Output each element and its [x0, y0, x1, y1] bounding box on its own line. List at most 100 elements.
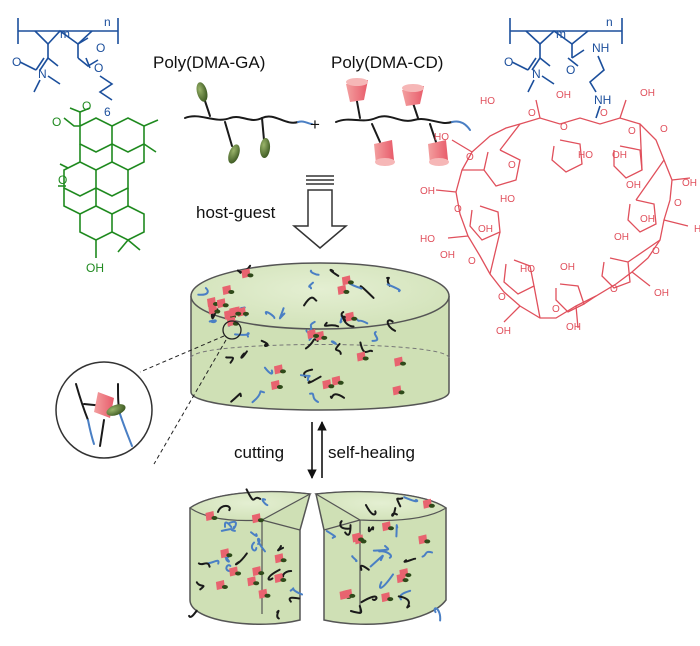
network-chain: [289, 587, 304, 596]
cd-cone-3: [402, 84, 424, 106]
network-chain: [421, 550, 434, 558]
network-chain: [395, 524, 399, 538]
gel-network-right: [325, 496, 442, 622]
network-chain: [195, 581, 205, 591]
cd-oh-label: HO: [578, 150, 593, 161]
network-chain: [355, 317, 369, 325]
network-chain: [339, 520, 351, 530]
network-chain: [278, 307, 286, 320]
cd-oh-label: OH: [626, 180, 641, 191]
plus-sign: +: [310, 115, 320, 134]
cd-cone-4: [428, 140, 449, 166]
network-chain: [245, 488, 262, 501]
network-chain: [197, 562, 211, 568]
network-chain: [378, 550, 392, 559]
cd-o-label: O: [466, 152, 474, 163]
network-chain: [351, 555, 358, 563]
network-ga-guest: [398, 390, 405, 395]
cd-oh-label: HO: [434, 132, 449, 143]
network-ga-guest: [424, 539, 431, 544]
cd-oh-labels: OHHOOHHOOHOHHOHOOHOHOHHOHOOHOHOHOHOHHOOH…: [420, 88, 700, 337]
network-chain: [399, 589, 412, 601]
network-ga-guest: [257, 518, 264, 523]
network-ga-guest: [349, 593, 356, 598]
network-chain: [386, 319, 397, 332]
cd-nh2: NH: [594, 93, 611, 107]
cd-o-label: O: [628, 126, 636, 137]
network-chain: [359, 564, 370, 571]
network-chain: [220, 528, 236, 532]
ga-o3: O: [94, 61, 103, 75]
cd-m-label: m: [556, 27, 566, 41]
cd-oh-label: OH: [654, 288, 669, 299]
cd-oh-label: OH: [612, 150, 627, 161]
gel-piece-right: [314, 490, 448, 625]
cd-o-label: O: [528, 108, 536, 119]
network-chain: [263, 366, 274, 375]
network-ga-guest: [211, 515, 218, 520]
network-ga-guest: [258, 571, 265, 576]
ga-n1: N: [38, 67, 47, 81]
ga-structure: m n O N O O 6 O O O OH: [12, 15, 159, 275]
network-ga-guest: [276, 384, 283, 389]
network-ga-guest: [321, 335, 328, 340]
network-chain: [250, 541, 258, 552]
cd-n1: N: [532, 67, 541, 81]
cd-o-label: O: [552, 304, 560, 315]
ga-guest-3: [259, 138, 271, 158]
network-ga-guest: [214, 309, 221, 314]
ga-guest-2: [228, 144, 240, 164]
network-chain: [378, 573, 395, 589]
network-chain: [309, 392, 320, 404]
network-chain: [240, 350, 248, 359]
network-ga-guest: [328, 384, 335, 389]
network-chain: [403, 496, 419, 503]
ga-o4: O: [82, 99, 91, 113]
network-chain: [371, 330, 379, 342]
gel-network-left: [188, 488, 304, 620]
cd-oh-label: HO: [520, 264, 535, 275]
network-chain: [225, 564, 232, 573]
cd-o-label: O: [652, 246, 660, 257]
cd-o-label: O: [660, 124, 668, 135]
cd-o1: O: [504, 55, 513, 69]
network-ga-guest: [402, 578, 409, 583]
network-chain: [225, 356, 234, 364]
network-chain: [224, 556, 230, 563]
network-chain: [267, 568, 281, 581]
network-chain: [403, 557, 417, 563]
network-chain: [261, 498, 269, 507]
cd-structure: m n O N O NH NH: [504, 15, 623, 119]
network-ga-guest: [226, 553, 233, 558]
network-ga-guest: [264, 593, 271, 598]
network-chain: [230, 392, 242, 403]
cd-oh-label: OH: [478, 224, 493, 235]
network-chain: [335, 342, 342, 355]
network-chain: [208, 319, 217, 324]
network-chain: [359, 341, 374, 354]
network-chain: [329, 393, 346, 399]
network-chain: [281, 570, 293, 578]
network-chain: [364, 504, 377, 516]
network-ga-guest: [280, 577, 287, 582]
cd-oh-label: OH: [560, 262, 575, 273]
network-chain: [250, 531, 258, 537]
cd-o-label: O: [674, 198, 682, 209]
network-chain: [276, 609, 280, 620]
network-ga-guest: [313, 333, 320, 338]
cd-oh-label: OH: [682, 178, 697, 189]
gel-cylinder: [190, 262, 450, 411]
network-chain: [342, 315, 355, 328]
network-ga-guest: [387, 526, 394, 531]
network-chain: [251, 390, 266, 404]
network-chain: [303, 296, 318, 307]
network-ga-guest: [235, 571, 242, 576]
network-ga-guest: [235, 311, 242, 316]
network-ga-guest: [400, 361, 407, 366]
network-chain: [223, 521, 233, 529]
cd-oh-label: OH: [440, 250, 455, 261]
network-chain: [344, 524, 352, 536]
network-chain: [330, 340, 337, 345]
